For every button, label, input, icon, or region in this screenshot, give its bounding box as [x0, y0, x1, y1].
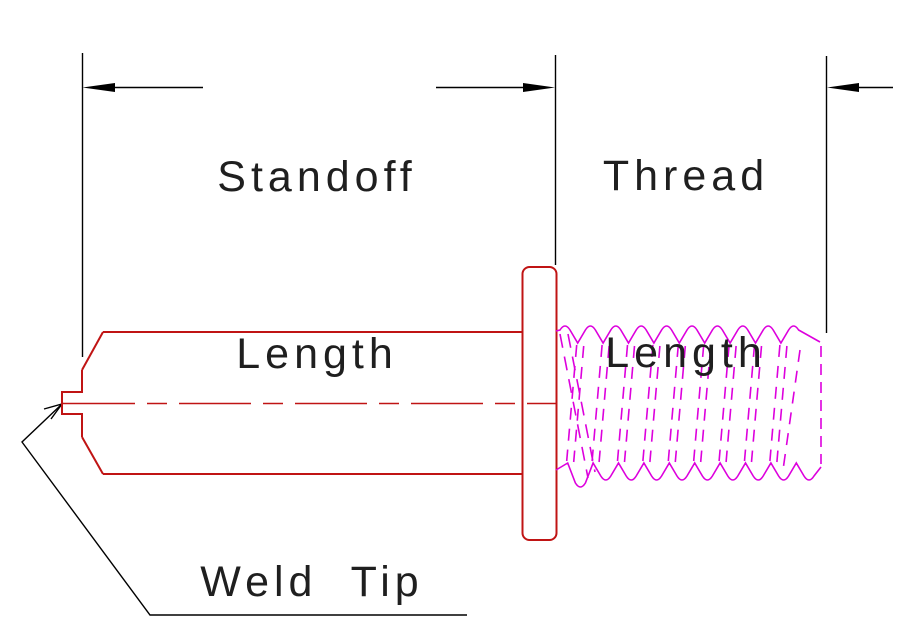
- thread-runin-dashed: [559, 333, 589, 479]
- standoff-label-line1: Standoff: [217, 153, 417, 201]
- stud-body: [61, 266, 558, 541]
- body-top-chamfer: [81, 331, 104, 371]
- thread-top-crests: [555, 325, 821, 345]
- weld-tip-profile: [61, 370, 83, 437]
- body-bottom-chamfer: [81, 436, 104, 475]
- arrowhead-left-icon: [82, 83, 115, 92]
- thread-label-line2: Length: [605, 329, 767, 377]
- thread-length-label: Thread Length: [603, 29, 769, 501]
- threads: [555, 325, 822, 488]
- standoff-label-line2: Length: [236, 330, 398, 378]
- leader-line: [21, 403, 467, 616]
- weld-tip-label: Weld Tip: [200, 558, 424, 606]
- arrowhead-right-icon: [827, 83, 859, 92]
- thread-flank-dashed: [565, 344, 578, 462]
- standoff-length-label: Standoff Length: [217, 30, 416, 502]
- thread-flank-dashed: [769, 344, 781, 462]
- flange: [521, 266, 558, 541]
- thread-bottom-crests: [555, 461, 822, 488]
- arrowhead-middle-icon: [523, 83, 555, 92]
- thread-runin-dashed: [567, 333, 596, 473]
- thread-flank-dashed: [776, 345, 788, 463]
- thread-label-line1: Thread: [602, 152, 770, 200]
- thread-flank-dashed: [591, 344, 603, 462]
- dimension-lines: [81, 53, 893, 357]
